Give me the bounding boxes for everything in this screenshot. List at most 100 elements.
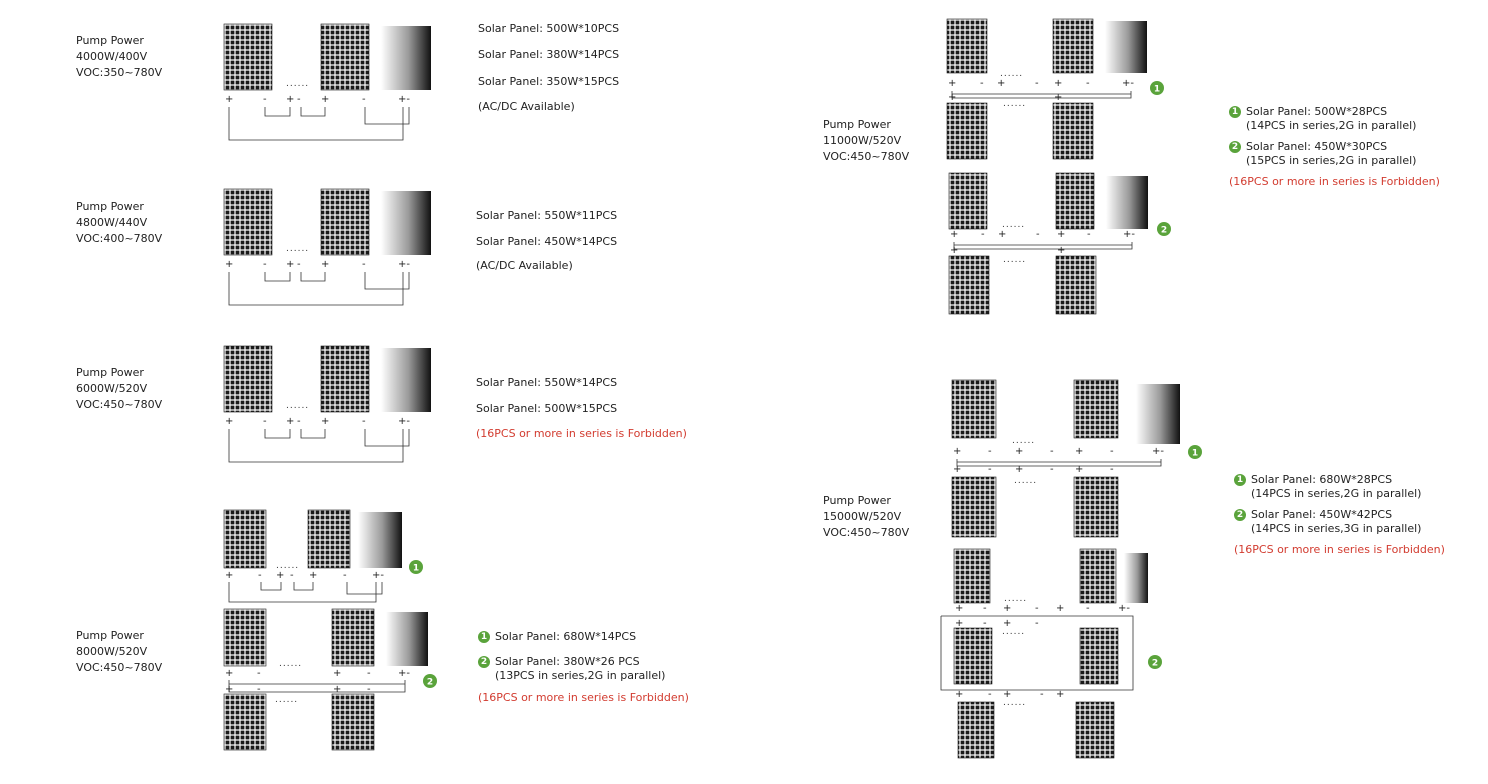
solar-panel-icon (320, 23, 370, 91)
wire (956, 459, 1162, 467)
step-badge-icon: 1 (1234, 474, 1246, 486)
wire (300, 107, 326, 117)
solar-panel-icon (223, 188, 273, 256)
ellipsis: ...... (279, 659, 302, 669)
terminal-label: - (263, 259, 267, 270)
terminal-label: + (948, 92, 956, 103)
solar-panel-icon (307, 509, 351, 569)
terminal-label: - (1087, 229, 1091, 240)
panel-options-4800w: Solar Panel: 550W*11PCS Solar Panel: 450… (476, 209, 676, 279)
solar-panel-icon (331, 608, 375, 667)
terminal-label: - (1086, 603, 1090, 614)
panel-option: Solar Panel: 500W*28PCS (1246, 105, 1388, 118)
pump-power-label: Pump Power (76, 34, 144, 47)
solar-panel-icon (223, 693, 267, 751)
terminal-label: + (953, 446, 961, 457)
pump-power-label: Pump Power (823, 118, 891, 131)
terminal-label: - (1040, 689, 1044, 700)
series-warning: (16PCS or more in series is Forbidden) (476, 427, 687, 440)
panel-option: Solar Panel: 450W*14PCS (476, 235, 618, 248)
terminal-label: - (988, 446, 992, 457)
ellipsis: ...... (286, 79, 309, 89)
pump-spec-4000w: Pump Power 4000W/400V VOC:350~780V (76, 33, 162, 81)
terminal-label: - (1050, 446, 1054, 457)
terminal-label: +- (1122, 78, 1134, 89)
ellipsis: ...... (1002, 220, 1025, 230)
terminal-label: - (980, 78, 984, 89)
wire (951, 91, 1132, 99)
ellipsis: ...... (1003, 99, 1026, 109)
ellipsis: ...... (1000, 69, 1023, 79)
terminal-label: + (950, 229, 958, 240)
pump-spec-11000w: Pump Power 11000W/520V VOC:450~780V (823, 117, 909, 165)
step-badge-label: 2 (427, 678, 433, 688)
step-badge-icon: 2 (1229, 141, 1241, 153)
terminal-label: + (997, 78, 1005, 89)
pump-voc: VOC:450~780V (76, 398, 163, 411)
ellipsis: ...... (286, 401, 309, 411)
terminal-label: - (263, 416, 267, 427)
series-note: (14PCS in series,2G in parallel) (1246, 119, 1417, 132)
step-badge-label: 2 (1161, 226, 1167, 236)
solar-panel-icon (223, 509, 267, 569)
terminal-label: + (955, 603, 963, 614)
terminal-label: - (988, 689, 992, 700)
option-2: 2 Solar Panel: 450W*30PCS (15PCS in serie… (1229, 140, 1416, 168)
solar-panel-icon (946, 18, 988, 74)
terminal-label: - (983, 603, 987, 614)
pump-power-label: Pump Power (76, 366, 144, 379)
panel-options-4000w: Solar Panel: 500W*10PCS Solar Panel: 380… (478, 22, 678, 122)
terminal-label: - (362, 94, 366, 105)
terminal-label: - (343, 570, 347, 581)
solar-panel-icon (951, 476, 997, 538)
solar-panel-icon (1055, 172, 1095, 230)
series-note: (15PCS in series,2G in parallel) (1246, 154, 1417, 167)
ellipsis: ...... (1012, 436, 1035, 446)
terminal-label: - (263, 94, 267, 105)
pump-controller-icon (381, 26, 431, 90)
terminal-label: - (257, 668, 261, 679)
terminal-label: - (257, 684, 261, 695)
terminal-label: + (998, 229, 1006, 240)
panel-option: Solar Panel: 450W*30PCS (1246, 140, 1388, 153)
solar-panel-icon (320, 188, 370, 256)
series-warning: (16PCS or more in series is Forbidden) (1234, 543, 1445, 556)
step-badge-label: 2 (1152, 659, 1158, 669)
terminal-label: - (297, 416, 301, 427)
terminal-label: +- (1152, 446, 1164, 457)
wire (264, 107, 291, 117)
terminal-label: + (286, 416, 294, 427)
terminal-label: - (1110, 446, 1114, 457)
terminal-label: + (1054, 78, 1062, 89)
panel-option: Solar Panel: 450W*42PCS (1251, 508, 1393, 521)
ellipsis: ...... (1003, 255, 1026, 265)
terminal-label: + (953, 464, 961, 475)
terminal-label: - (297, 259, 301, 270)
wire (300, 272, 326, 282)
solar-panel-icon (948, 255, 990, 315)
terminal-label: + (276, 570, 284, 581)
terminal-label: - (988, 464, 992, 475)
solar-panel-icon (1052, 102, 1094, 160)
pump-voc: VOC:400~780V (76, 232, 163, 245)
terminal-label: + (955, 689, 963, 700)
pump-controller-icon (1124, 553, 1148, 603)
series-warning: (16PCS or more in series is Forbidden) (1229, 175, 1440, 188)
terminal-label: + (333, 684, 341, 695)
terminal-label: - (297, 94, 301, 105)
terminal-label: +- (398, 668, 410, 679)
ellipsis: ...... (1003, 698, 1026, 708)
wire (228, 582, 377, 603)
wire (228, 429, 404, 463)
terminal-label: - (1110, 464, 1114, 475)
panel-option: Solar Panel: 500W*15PCS (476, 402, 618, 415)
step-badge-icon: 2 (1234, 509, 1246, 521)
terminal-label: +- (398, 259, 410, 270)
terminal-label: + (1003, 603, 1011, 614)
solar-panel-icon (331, 693, 375, 751)
solar-panel-icon (320, 345, 370, 413)
